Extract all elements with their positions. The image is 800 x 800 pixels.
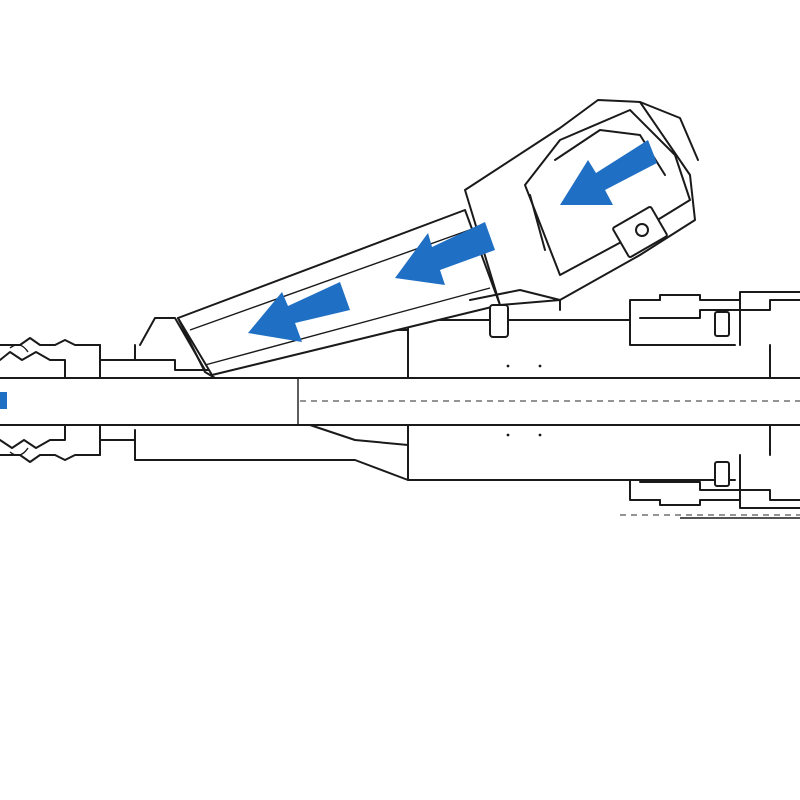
flow-arrows — [0, 140, 657, 409]
flow-arrow-icon — [248, 282, 350, 342]
y-branch — [139, 99, 699, 379]
central-bore — [0, 377, 800, 426]
left-connector — [0, 337, 136, 463]
flow-arrow-icon — [395, 222, 495, 285]
right-flange — [620, 291, 800, 519]
flow-arrow-icon — [0, 392, 7, 409]
flow-arrow-icon — [560, 140, 657, 205]
